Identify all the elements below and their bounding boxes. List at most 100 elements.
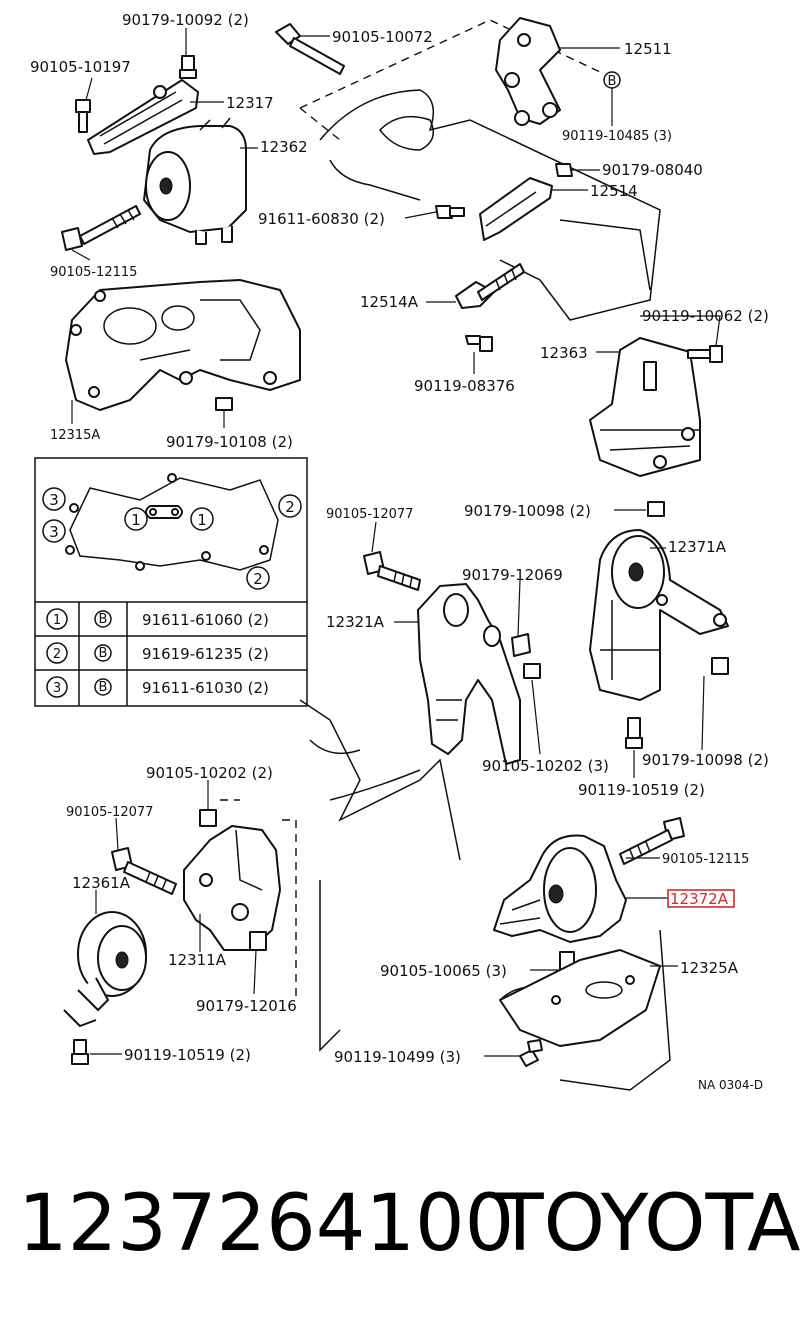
label-90179-08040: 90179-08040 xyxy=(602,161,703,179)
bracket-12511 xyxy=(495,17,561,126)
label-90105-10202-b: 90105-10202 (2) xyxy=(146,764,273,782)
bolt-90119-10519-a xyxy=(625,717,643,749)
label-90105-12115-b: 90105-12115 xyxy=(662,852,749,867)
marker-b-text: B xyxy=(608,74,617,89)
label-90105-10065: 90105-10065 (3) xyxy=(380,962,507,980)
label-12361A: 12361A xyxy=(72,874,131,892)
footer-part-number: 1237264100 xyxy=(18,1179,514,1269)
label-90119-10062: 90119-10062 (2) xyxy=(642,307,769,325)
engine-outline xyxy=(220,19,671,1091)
row-number: 1 xyxy=(53,613,61,628)
label-12311A: 12311A xyxy=(168,951,227,969)
bolt-90179-10108 xyxy=(215,397,233,411)
row-marker: B xyxy=(99,680,108,695)
inset-callout-3b-text: 3 xyxy=(49,523,59,541)
label-12315A: 12315A xyxy=(50,428,100,443)
bolt-90105-10197 xyxy=(75,99,91,133)
row-marker: B xyxy=(99,646,108,661)
table-row: 1 B 91611-61060 (2) xyxy=(46,608,269,630)
label-91611-60830: 91611-60830 (2) xyxy=(258,210,385,228)
bolt-90105-10202-a xyxy=(523,663,541,679)
bolt-90179-12016 xyxy=(249,931,267,951)
bolt-90119-10062 xyxy=(687,345,723,363)
footer: 1237264100 TOYOTA xyxy=(18,1179,800,1269)
inset-detail-box: 3 3 1 1 2 2 xyxy=(34,457,308,707)
leader-lines xyxy=(71,28,721,1057)
bolt-90179-08040 xyxy=(555,163,573,177)
label-90105-12077-b: 90105-12077 xyxy=(66,805,153,820)
mount-12372A xyxy=(493,834,627,943)
footer-brand: TOYOTA xyxy=(495,1179,800,1269)
bracket-12363 xyxy=(589,337,701,477)
bolt-90105-12077-b xyxy=(111,847,177,895)
bracket-12325A xyxy=(499,949,661,1047)
marker-b-12511: B xyxy=(603,71,621,89)
inset-callout-2a: 2 xyxy=(278,494,302,518)
bracket-12514A xyxy=(455,263,525,309)
label-12372A-highlighted: 12372A xyxy=(670,890,729,908)
label-90119-08376: 90119-08376 xyxy=(414,377,515,395)
mount-12371A xyxy=(589,529,729,701)
bolt-90179-10098-a xyxy=(647,501,665,517)
label-12325A: 12325A xyxy=(680,959,739,977)
label-90179-10098-b: 90179-10098 (2) xyxy=(642,751,769,769)
label-90179-10092: 90179-10092 (2) xyxy=(122,11,249,29)
label-12362: 12362 xyxy=(260,138,308,156)
table-row: 2 B 91619-61235 (2) xyxy=(46,642,269,664)
bracket-12317 xyxy=(87,79,199,155)
mount-12361A xyxy=(63,911,147,1027)
label-90119-10485: 90119-10485 (3) xyxy=(562,129,672,144)
label-90105-10197: 90105-10197 xyxy=(30,58,131,76)
row-part-number: 91611-61060 (2) xyxy=(142,611,269,629)
bolt-90105-12077-a xyxy=(363,551,421,591)
table-row: 3 B 91611-61030 (2) xyxy=(46,676,269,698)
label-90119-10519-a: 90119-10519 (2) xyxy=(578,781,705,799)
bolt-90119-10499 xyxy=(519,1039,543,1067)
bolt-90119-10519-b xyxy=(71,1039,89,1065)
row-number: 2 xyxy=(53,647,61,662)
inset-callout-1b-text: 1 xyxy=(197,511,207,529)
part-labels: 90179-10092 (2) 90105-10197 90105-10072 … xyxy=(30,11,769,1092)
label-90119-10499: 90119-10499 (3) xyxy=(334,1048,461,1066)
bolt-90179-12069 xyxy=(511,633,531,657)
inset-callout-3a: 3 xyxy=(42,487,66,511)
inset-callout-2b: 2 xyxy=(246,566,270,590)
label-12321A: 12321A xyxy=(326,613,385,631)
drawing-code: NA 0304-D xyxy=(698,1078,763,1092)
label-90179-10098-a: 90179-10098 (2) xyxy=(464,502,591,520)
label-90179-10108: 90179-10108 (2) xyxy=(166,433,293,451)
label-90119-10519-b: 90119-10519 (2) xyxy=(124,1046,251,1064)
inset-callout-3a-text: 3 xyxy=(49,491,59,509)
mount-12362 xyxy=(143,117,247,245)
bolt-90179-10098-b xyxy=(711,657,729,675)
bolt-90105-12115-a xyxy=(61,205,141,251)
label-90105-12077-a: 90105-12077 xyxy=(326,507,413,522)
label-12514A: 12514A xyxy=(360,293,419,311)
label-90179-12069: 90179-12069 xyxy=(462,566,563,584)
case-12315A xyxy=(65,279,301,411)
label-90105-12115-a: 90105-12115 xyxy=(50,265,137,280)
label-12317: 12317 xyxy=(226,94,274,112)
bracket-12321A xyxy=(417,583,521,765)
bracket-12311A xyxy=(183,825,281,951)
row-marker: B xyxy=(99,612,108,627)
label-90105-10072: 90105-10072 xyxy=(332,28,433,46)
bolt-90105-10072 xyxy=(275,23,345,75)
inset-callout-1a: 1 xyxy=(124,507,148,531)
bolt-90179-10092 xyxy=(179,55,197,79)
inset-callout-3b: 3 xyxy=(42,519,66,543)
label-12511: 12511 xyxy=(624,40,672,58)
label-12363: 12363 xyxy=(540,344,588,362)
fastener-table: 1 B 91611-61060 (2) 2 B 91619-61235 (2) … xyxy=(35,601,307,706)
inset-callout-2b-text: 2 xyxy=(253,570,263,588)
row-part-number: 91611-61030 (2) xyxy=(142,679,269,697)
bracket-12514 xyxy=(479,177,553,241)
inset-callout-1a-text: 1 xyxy=(131,511,141,529)
row-number: 3 xyxy=(53,681,61,696)
label-12514: 12514 xyxy=(590,182,638,200)
bolt-90119-08376 xyxy=(465,335,493,352)
row-part-number: 91619-61235 (2) xyxy=(142,645,269,663)
inset-callout-2a-text: 2 xyxy=(285,498,295,516)
label-90179-12016: 90179-12016 xyxy=(196,997,297,1015)
